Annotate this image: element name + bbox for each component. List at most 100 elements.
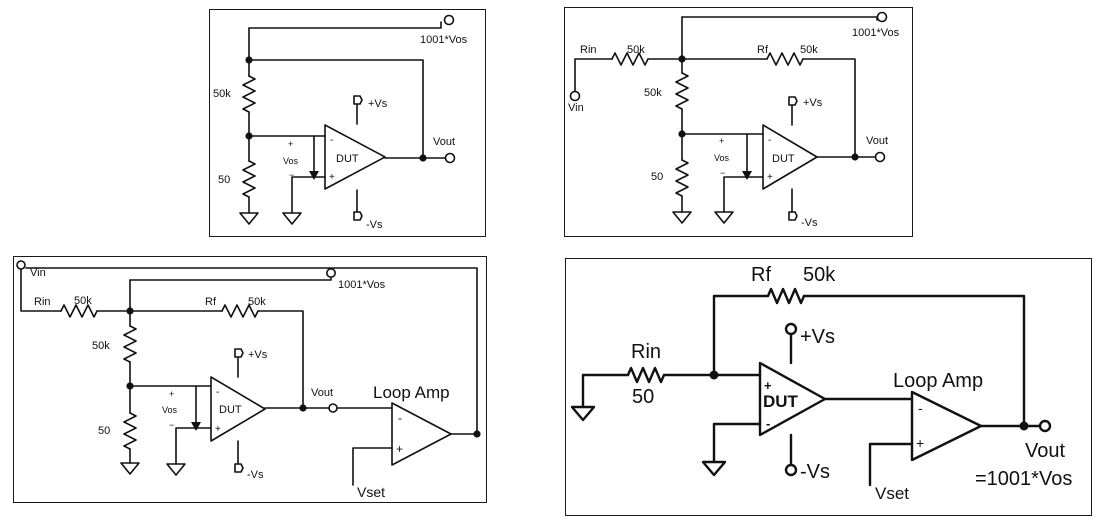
terminal-vminus-icon xyxy=(788,211,798,221)
resistor-rin xyxy=(60,304,98,318)
terminal-out-top xyxy=(876,11,888,23)
terminal-vout xyxy=(1038,419,1052,433)
label-rf: Rf xyxy=(205,296,217,308)
opamp-loop-amp xyxy=(391,402,452,466)
ground-icon xyxy=(239,212,259,225)
label-opamp-plus: + xyxy=(329,172,335,183)
label-rf-val: 50k xyxy=(800,44,818,56)
label-rin: Rin xyxy=(34,296,51,308)
terminal-vminus-icon xyxy=(353,211,363,221)
resistor-rin xyxy=(626,366,666,384)
junction-dot xyxy=(678,55,686,63)
wire xyxy=(248,27,424,159)
resistor-50 xyxy=(675,159,689,197)
label-vout: Vout xyxy=(1025,440,1065,462)
label-vminus: -Vs xyxy=(247,469,264,481)
label-vos-minus: − xyxy=(289,170,294,180)
opamp-loop-amp xyxy=(910,390,983,462)
wire xyxy=(802,294,1026,427)
label-rf: Rf xyxy=(757,44,769,56)
diagram-panel-a xyxy=(209,9,486,237)
terminal-vplus-icon xyxy=(353,95,363,105)
opamp-dut xyxy=(762,124,818,190)
label-opamp-plus: + xyxy=(215,424,221,435)
label-rin: Rin xyxy=(580,44,597,56)
label-rin-val: 50k xyxy=(74,295,92,307)
label-opamp-plus: + xyxy=(764,378,772,393)
resistor-rf xyxy=(766,52,804,66)
label-vos: Vos xyxy=(714,153,730,163)
vos-source-arrow xyxy=(191,422,201,431)
label-vplus: +Vs xyxy=(800,326,835,348)
resistor-50 xyxy=(123,412,137,450)
wire xyxy=(868,442,914,487)
label-vminus: -Vs xyxy=(366,219,383,231)
label-loop-plus: + xyxy=(916,435,924,451)
opamp-dut xyxy=(324,124,386,190)
opamp-dut xyxy=(210,376,266,442)
junction-dot xyxy=(245,56,253,64)
label-vminus: -Vs xyxy=(801,217,818,229)
terminal-vplus-icon xyxy=(788,96,798,106)
label-opamp-minus: - xyxy=(768,135,771,146)
label-r-top: 50k xyxy=(92,340,110,352)
label-loop-minus: - xyxy=(918,400,923,416)
terminal-vin xyxy=(569,90,581,102)
ground-icon xyxy=(120,462,140,475)
label-opamp-plus: + xyxy=(767,172,773,183)
junction-dot xyxy=(299,404,307,412)
wire xyxy=(25,267,478,434)
label-vset: Vset xyxy=(357,484,385,500)
terminal-vout xyxy=(328,403,338,413)
vos-source-arrow xyxy=(742,171,752,180)
wire xyxy=(257,310,304,409)
resistor-rf xyxy=(221,304,259,318)
wire xyxy=(175,385,197,465)
terminal-vin xyxy=(16,260,26,270)
label-vout: Vout xyxy=(433,136,455,148)
label-r-top: 50k xyxy=(213,88,231,100)
diagram-panel-c xyxy=(13,256,487,503)
label-opamp-minus: - xyxy=(216,387,219,398)
label-rf-val: 50k xyxy=(248,296,266,308)
label-vminus: -Vs xyxy=(800,461,830,483)
diagram-panel-d xyxy=(565,258,1092,516)
junction-dot xyxy=(245,132,253,140)
wire xyxy=(581,373,630,409)
label-out-top: 1001*Vos xyxy=(338,279,386,291)
junction-dot xyxy=(678,130,686,138)
label-vos-minus: − xyxy=(720,168,725,178)
label-out-top: 1001*Vos xyxy=(852,27,900,39)
label-rin-val: 50 xyxy=(632,386,654,408)
label-loop-plus: + xyxy=(396,442,403,456)
label-vout: Vout xyxy=(866,135,888,147)
label-vout: Vout xyxy=(311,387,333,399)
label-loop-minus: - xyxy=(398,411,402,425)
label-vset: Vset xyxy=(875,484,909,503)
label-vin: Vin xyxy=(568,102,584,114)
label-out-top: 1001*Vos xyxy=(420,34,468,46)
terminal-vminus-icon xyxy=(234,463,244,473)
ground-icon xyxy=(570,405,596,422)
wire xyxy=(352,447,393,486)
resistor-50k xyxy=(242,75,256,113)
wire xyxy=(802,58,856,158)
resistor-50k xyxy=(675,72,689,110)
wire xyxy=(291,135,315,214)
terminal-vminus xyxy=(784,463,798,477)
label-loop-amp: Loop Amp xyxy=(893,370,983,392)
label-rin: Rin xyxy=(631,341,661,363)
resistor-rin xyxy=(611,52,649,66)
label-vos: Vos xyxy=(283,156,299,166)
terminal-out-top xyxy=(325,267,336,278)
wire xyxy=(723,133,748,213)
label-vos-plus: + xyxy=(719,136,724,146)
ground-icon xyxy=(701,460,727,477)
label-r-bot: 50 xyxy=(98,425,110,437)
label-vos-plus: + xyxy=(169,389,174,399)
terminal-vplus-icon xyxy=(234,348,244,358)
label-r-bot: 50 xyxy=(651,171,663,183)
resistor-50 xyxy=(242,160,256,198)
